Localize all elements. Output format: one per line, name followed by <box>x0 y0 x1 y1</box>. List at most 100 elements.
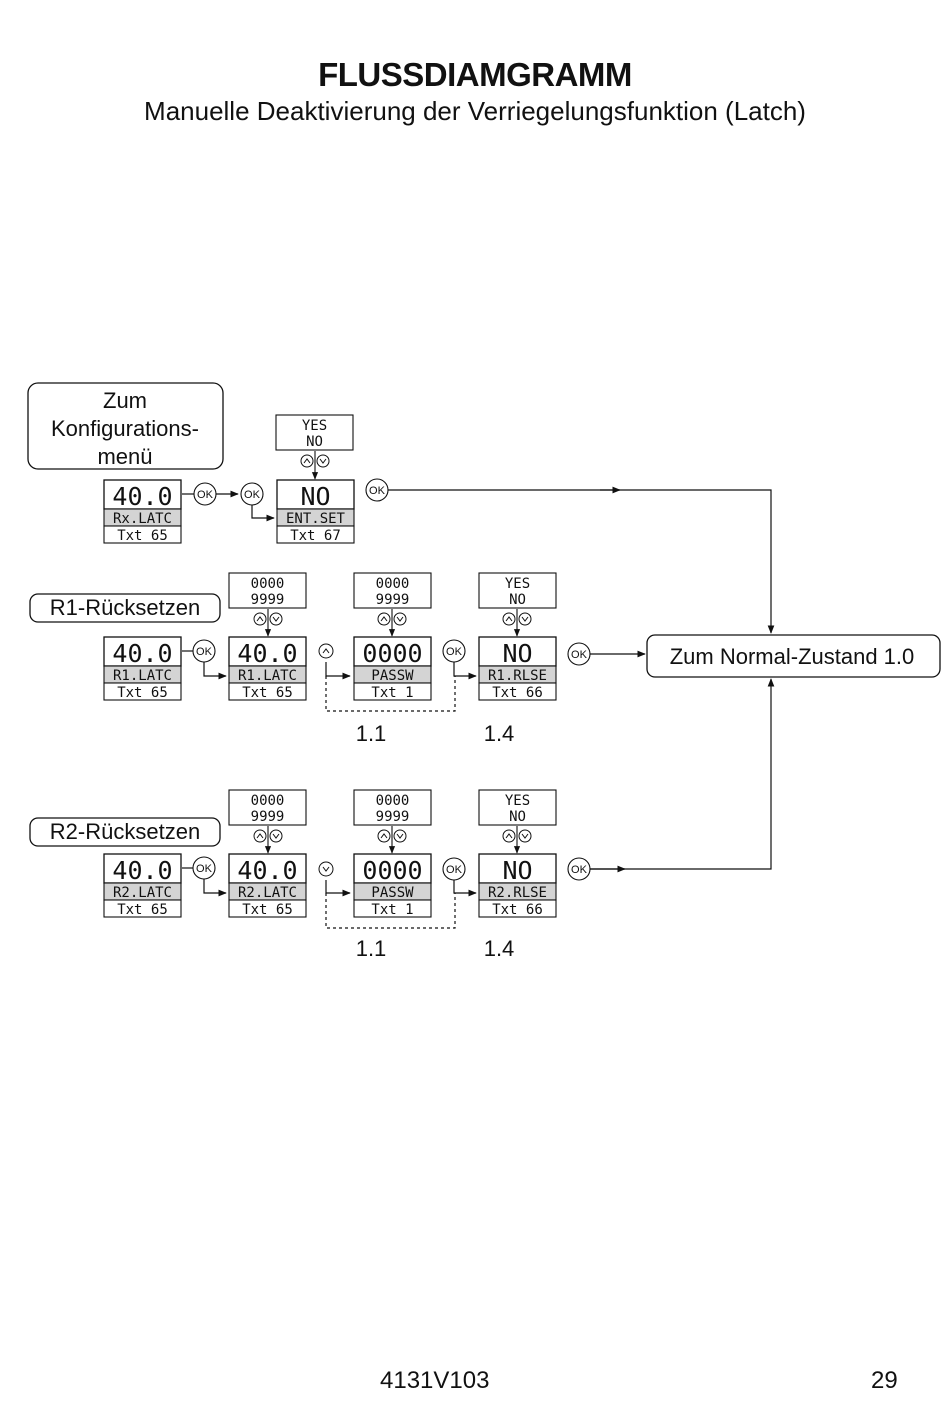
config-display-1-param: Rx.LATC <box>113 511 172 527</box>
r1-display-1-value: 40.0 <box>112 639 172 668</box>
ok-button-r2-2-label: OK <box>446 864 463 876</box>
r2-down-button[interactable] <box>318 861 334 877</box>
r1-display-2-value: 40.0 <box>237 639 297 668</box>
r2-display-1-value: 40.0 <box>112 856 172 885</box>
config-display-2-value: NO <box>300 482 330 511</box>
r1-updown-3[interactable] <box>502 609 532 637</box>
up-arrow-icon[interactable] <box>502 612 516 626</box>
r1-up-button[interactable] <box>318 643 334 659</box>
normal-state-label: Zum Normal-Zustand 1.0 <box>646 634 941 678</box>
r2-display-1-txt: Txt 65 <box>117 902 168 918</box>
up-arrow-icon[interactable] <box>502 829 516 843</box>
config-options-popup-line-2: NO <box>306 434 323 450</box>
r1-options-popup-line-1: YES <box>505 576 530 592</box>
r1-updown-2[interactable] <box>377 609 407 637</box>
r1-display-4-value: NO <box>502 639 532 668</box>
down-arrow-icon[interactable] <box>393 829 407 843</box>
down-arrow-icon[interactable] <box>269 829 283 843</box>
up-arrow-icon[interactable] <box>253 829 267 843</box>
config-menu-label: Zum Konfigurations- menü <box>27 382 224 470</box>
r2-updown-1[interactable] <box>253 826 283 854</box>
r2-display-4-value: NO <box>502 856 532 885</box>
config-options-popup-line-1: YES <box>302 418 327 434</box>
r2-range-popup-1-line-1: 0000 <box>251 793 285 809</box>
r1-ref-1: 1.1 <box>356 721 387 746</box>
r1-display-1-param: R1.LATC <box>113 668 172 684</box>
r2-display-2-param: R2.LATC <box>238 885 297 901</box>
page-subtitle: Manuelle Deaktivierung der Verriegelungs… <box>144 96 806 126</box>
ok-button-r1-2[interactable]: OK <box>442 639 466 663</box>
svg-text:Konfigurations-: Konfigurations- <box>51 416 199 441</box>
down-arrow-icon[interactable] <box>316 454 330 468</box>
svg-text:R1-Rücksetzen: R1-Rücksetzen <box>50 595 200 620</box>
r1-display-4-param: R1.RLSE <box>488 668 547 684</box>
config-display-2-param: ENT.SET <box>286 511 346 527</box>
ok-button-config-2-label: OK <box>244 489 261 501</box>
up-arrow-icon[interactable] <box>253 612 267 626</box>
r1-display-3-txt: Txt 1 <box>371 685 413 701</box>
r2-display-3-txt: Txt 1 <box>371 902 413 918</box>
r1-range-popup-2-line-1: 0000 <box>376 576 410 592</box>
up-arrow-icon[interactable] <box>300 454 314 468</box>
document-code: 4131V103 <box>380 1367 490 1394</box>
r1-range-popup-1-line-1: 0000 <box>251 576 285 592</box>
up-arrow-icon[interactable] <box>377 612 391 626</box>
down-arrow-icon[interactable] <box>518 612 532 626</box>
r2-display-3-param: PASSW <box>371 885 414 901</box>
svg-text:Zum: Zum <box>103 388 147 413</box>
ok-button-r1-3-label: OK <box>571 649 588 661</box>
ok-button-config-1[interactable]: OK <box>193 482 217 506</box>
r2-range-popup-2-line-2: 9999 <box>376 809 410 825</box>
r1-range-popup-1-line-2: 9999 <box>251 592 285 608</box>
ok-button-r1-1-label: OK <box>196 646 213 658</box>
down-arrow-icon[interactable] <box>269 612 283 626</box>
ok-button-r1-3[interactable]: OK <box>567 642 591 666</box>
ok-button-config-2[interactable]: OK <box>240 482 264 506</box>
svg-text:Zum Normal-Zustand 1.0: Zum Normal-Zustand 1.0 <box>670 644 915 669</box>
r1-ref-2: 1.4 <box>484 721 515 746</box>
config-display-1-value: 40.0 <box>112 482 172 511</box>
r2-ref-2: 1.4 <box>484 936 515 961</box>
ok-button-r2-2[interactable]: OK <box>442 857 466 881</box>
r2-updown-3[interactable] <box>502 826 532 854</box>
up-arrow-icon[interactable] <box>377 829 391 843</box>
down-arrow-icon[interactable] <box>393 612 407 626</box>
down-arrow-icon[interactable] <box>518 829 532 843</box>
r2-display-2-txt: Txt 65 <box>242 902 293 918</box>
ok-button-r2-3[interactable]: OK <box>567 857 591 881</box>
ok-button-config-3[interactable]: OK <box>365 478 389 502</box>
r2-range-popup-2-line-1: 0000 <box>376 793 410 809</box>
r1-reset-label: R1-Rücksetzen <box>29 593 221 623</box>
r1-display-2-param: R1.LATC <box>238 668 297 684</box>
config-display-1-txt: Txt 65 <box>117 528 168 544</box>
ok-button-r2-1[interactable]: OK <box>192 856 216 880</box>
ok-button-r2-1-label: OK <box>196 863 213 875</box>
connectors <box>182 486 775 929</box>
r1-display-4-txt: Txt 66 <box>492 685 543 701</box>
ok-button-r1-1[interactable]: OK <box>192 639 216 663</box>
r2-display-4-param: R2.RLSE <box>488 885 547 901</box>
r1-display-2-txt: Txt 65 <box>242 685 293 701</box>
svg-text:R2-Rücksetzen: R2-Rücksetzen <box>50 819 200 844</box>
r1-display-3-param: PASSW <box>371 668 414 684</box>
config-updown[interactable] <box>300 451 330 480</box>
r1-updown-1[interactable] <box>253 609 283 637</box>
r2-range-popup-1-line-2: 9999 <box>251 809 285 825</box>
ok-button-config-1-label: OK <box>197 489 214 501</box>
r2-updown-2[interactable] <box>377 826 407 854</box>
r1-display-3-value: 0000 <box>362 639 422 668</box>
r1-options-popup-line-2: NO <box>509 592 526 608</box>
